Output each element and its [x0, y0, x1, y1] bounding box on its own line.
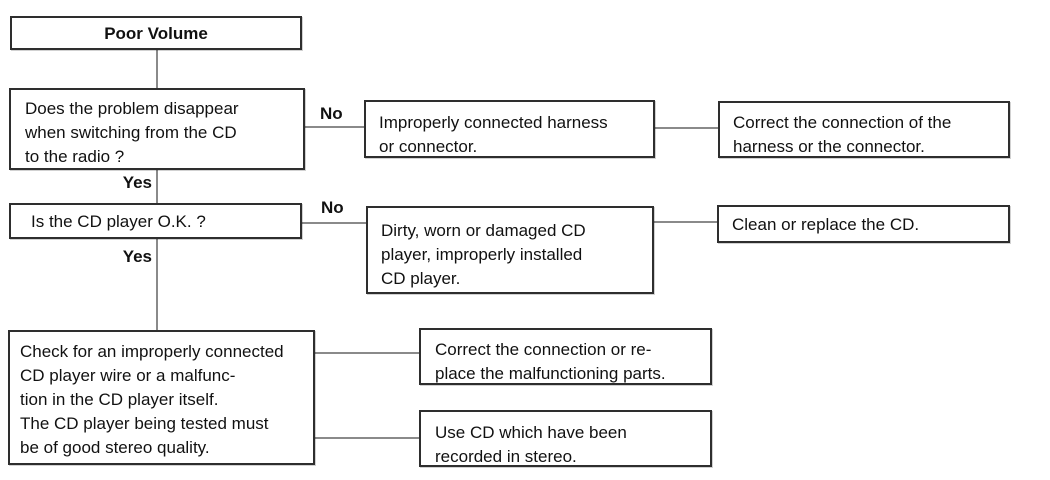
node-fix-use-stereo-cd: Use CD which have been recorded in stere… — [419, 410, 712, 467]
connector-cause2-to-fix2 — [653, 221, 718, 223]
node-cause-harness-connector: Improperly connected harness or connecto… — [364, 100, 655, 158]
node-question-cd-player-ok: Is the CD player O.K. ? — [9, 203, 302, 239]
edge-label-yes-1: Yes — [122, 173, 152, 192]
edge-label-no-2: No — [321, 198, 344, 217]
connector-start-to-q1 — [156, 49, 158, 88]
node-cause-dirty-worn-damaged-cd: Dirty, worn or damaged CD player, improp… — [366, 206, 654, 294]
node-question-cd-to-radio: Does the problem disappear when switchin… — [9, 88, 305, 170]
node-fix-correct-connection-replace-parts: Correct the connection or re- place the … — [419, 328, 712, 385]
edge-label-no-1: No — [320, 104, 343, 123]
connector-check-to-fix3 — [314, 352, 419, 354]
node-check-cd-player-wire: Check for an improperly connected CD pla… — [8, 330, 315, 465]
connector-q2-no-to-cause2 — [301, 222, 367, 224]
node-poor-volume-title: Poor Volume — [10, 16, 302, 50]
edge-label-yes-2: Yes — [122, 247, 152, 266]
connector-q1-yes-to-q2 — [156, 169, 158, 203]
connector-q2-yes-to-check — [156, 239, 158, 330]
connector-check-to-fix4 — [314, 437, 419, 439]
node-fix-clean-replace-cd: Clean or replace the CD. — [717, 205, 1010, 243]
node-fix-correct-harness-connection: Correct the connection of the harness or… — [718, 101, 1010, 158]
connector-q1-no-to-cause1 — [303, 126, 365, 128]
connector-cause1-to-fix1 — [654, 127, 719, 129]
